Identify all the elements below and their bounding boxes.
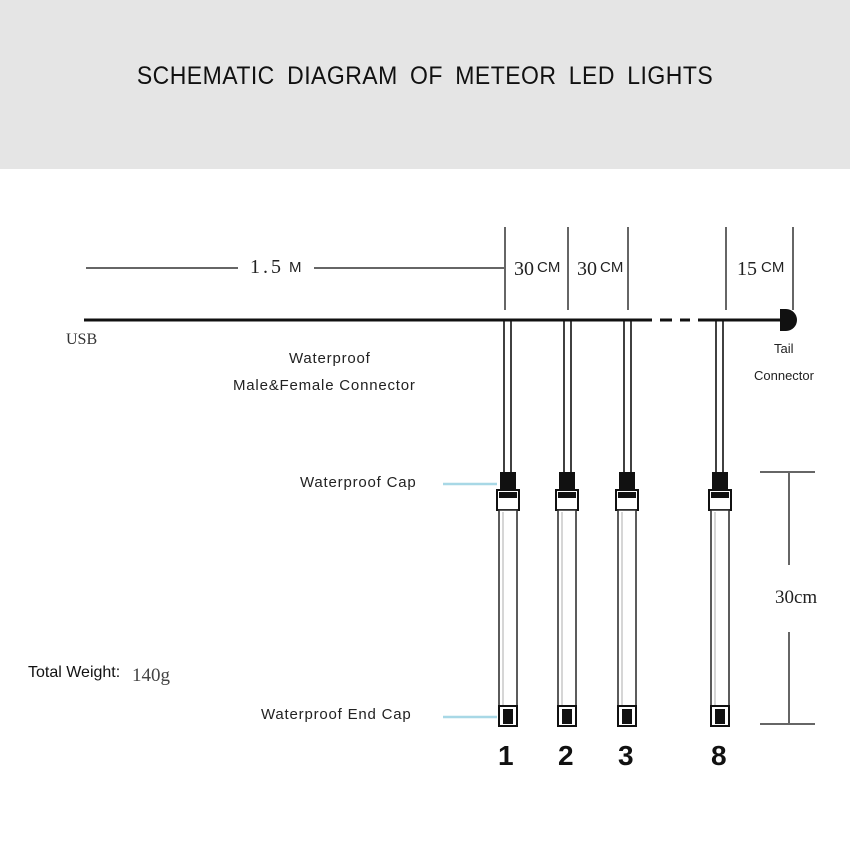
waterproof-cap-label: Waterproof Cap [300,474,417,491]
connector-label-line2: Male&Female Connector [233,377,416,394]
spacing-1-unit: CM [537,259,561,276]
tail-connector-label-line2: Connector [754,368,814,383]
tail-length-number: 15 [737,258,757,280]
usb-label: USB [66,331,98,348]
main-cable-length-unit: M [289,259,302,276]
header-band [0,0,850,169]
total-weight-label: Total Weight: [28,664,121,681]
connector-label-line1: Waterproof [289,350,371,367]
spacing-1-number: 30 [514,258,534,280]
waterproof-end-cap-label: Waterproof End Cap [261,706,412,723]
tube-8 [708,472,732,727]
main-cable-length-number: 1.5 [250,256,284,278]
spacing-2-unit: CM [600,259,624,276]
tube-number-8: 8 [711,740,727,771]
tail-connector-label-line1: Tail [774,341,794,356]
tube-number-2: 2 [558,740,574,771]
total-weight-value: 140g [132,665,170,686]
tube-2 [555,472,579,727]
diagram-title: SCHEMATIC DIAGRAM OF METEOR LED LIGHTS [136,62,714,90]
tube-1 [496,472,520,727]
tail-connector-shape [780,309,797,331]
tail-length-unit: CM [761,259,785,276]
tube-3 [615,472,639,727]
spacing-2-number: 30 [577,258,597,280]
tube-length-label: 30cm [775,587,818,608]
tube-number-1: 1 [498,740,514,771]
tube-number-3: 3 [618,740,634,771]
